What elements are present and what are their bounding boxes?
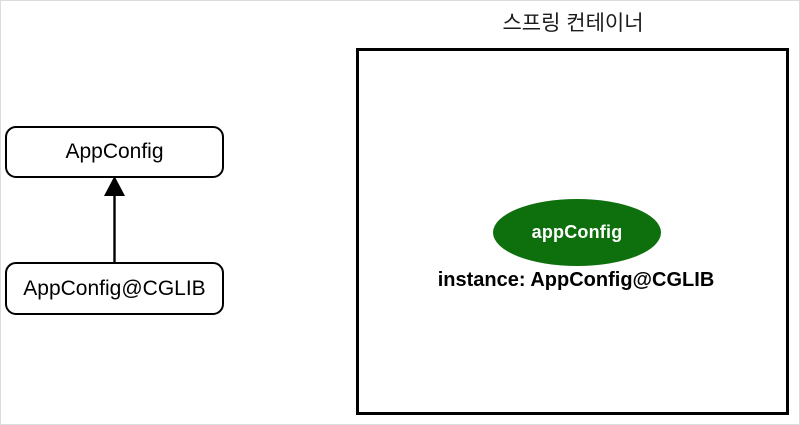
spring-container-title: 스프링 컨테이너: [502, 12, 644, 35]
bean-node-label: appConfig: [531, 222, 623, 242]
bean-node-appconfig: appConfig: [493, 199, 661, 266]
class-box-appconfig-label: AppConfig: [65, 140, 164, 163]
class-box-appconfig-cglib-label: AppConfig@CGLIB: [23, 276, 206, 300]
inheritance-arrow-icon: [104, 176, 125, 265]
class-box-appconfig-cglib: AppConfig@CGLIB: [5, 262, 224, 315]
inheritance-arrow-head: [104, 176, 125, 196]
class-box-appconfig: AppConfig: [5, 126, 224, 178]
bean-instance-label: instance: AppConfig@CGLIB: [437, 269, 715, 291]
